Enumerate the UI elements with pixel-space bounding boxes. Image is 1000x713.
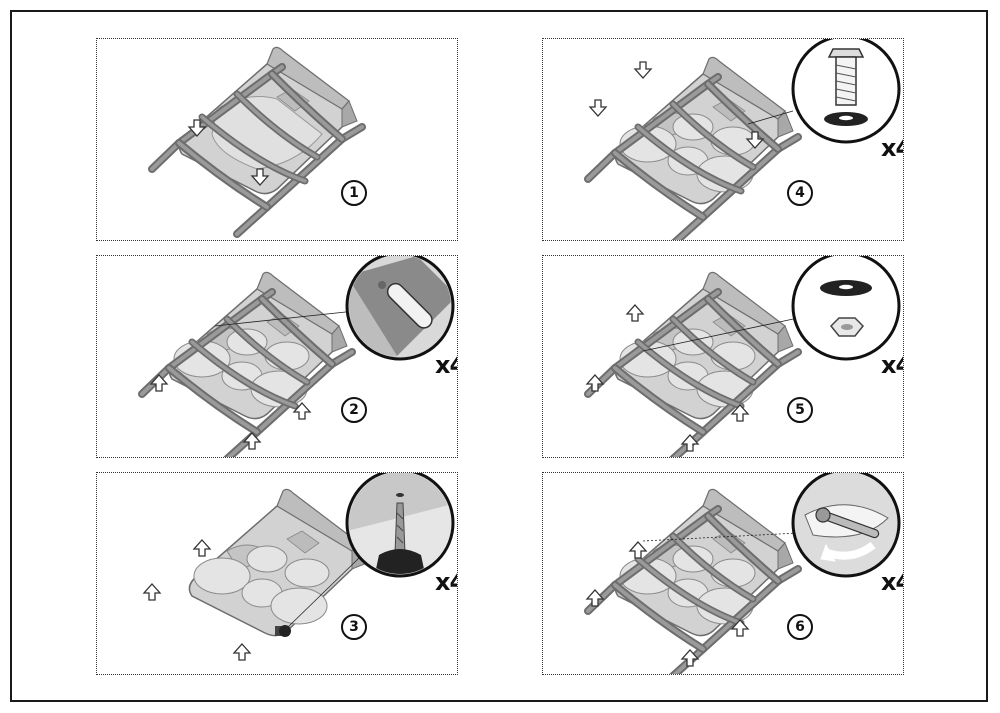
- step-5-illustration: [543, 256, 901, 458]
- step-2-illustration: [97, 256, 455, 458]
- step-4-panel: 4 x4: [542, 38, 904, 241]
- step-number-4: 4: [787, 180, 813, 206]
- magnifier-washer-nut: [791, 256, 901, 361]
- step-number-5: 5: [787, 397, 813, 423]
- step-6-illustration: [543, 473, 901, 675]
- step-6-panel: 6 x4: [542, 472, 904, 675]
- magnifier-bolt-washer: [791, 39, 901, 144]
- step-number-3: 3: [341, 614, 367, 640]
- quantity-label: x4: [881, 568, 903, 596]
- quantity-label: x4: [881, 351, 903, 379]
- step-1-panel: 1: [96, 38, 458, 241]
- quantity-label: x4: [435, 351, 457, 379]
- magnifier-glue: [345, 256, 455, 361]
- quantity-label: x4: [881, 134, 903, 162]
- step-3-panel: 3 x4: [96, 472, 458, 675]
- step-1-illustration: [97, 46, 458, 241]
- step-number-2: 2: [341, 397, 367, 423]
- step-2-panel: 2 x4: [96, 255, 458, 458]
- step-3-illustration: [143, 473, 455, 661]
- step-4-illustration: [543, 39, 901, 241]
- step-5-panel: 5 x4: [542, 255, 904, 458]
- step-number-1: 1: [341, 180, 367, 206]
- step-number-6: 6: [787, 614, 813, 640]
- magnifier-wrench: [791, 473, 901, 578]
- page-border: [10, 10, 988, 702]
- quantity-label: x4: [435, 568, 457, 596]
- magnifier-drill: [345, 473, 455, 578]
